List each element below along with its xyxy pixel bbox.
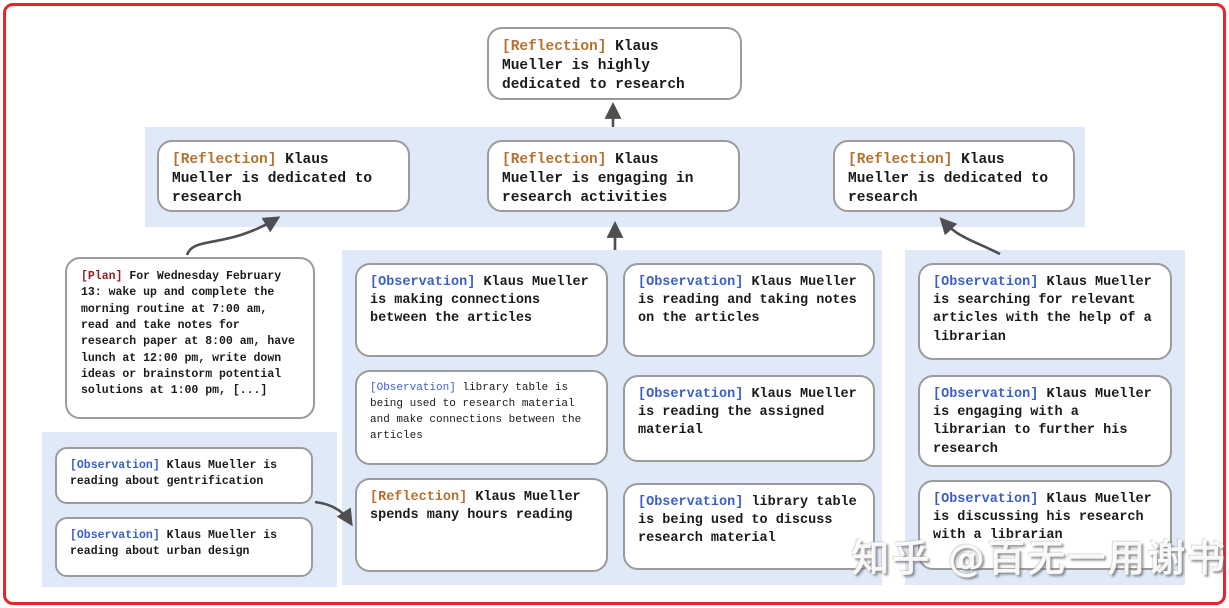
node-text: Klaus Mueller is dedicated to research: [172, 152, 373, 207]
node-text: Klaus Mueller is engaging with a librari…: [933, 387, 1152, 457]
node-reflection-middle: [Reflection] Klaus Mueller is engaging i…: [487, 140, 740, 212]
node-reflection-hours-reading: [Reflection] Klaus Mueller spends many h…: [355, 478, 608, 572]
node-text: For Wednesday February 13: wake up and c…: [81, 270, 295, 398]
node-text: Klaus Mueller spends many hours reading: [370, 490, 581, 524]
node-text: Klaus Mueller is engaging in research ac…: [502, 152, 694, 207]
node-text: library table is being used to research …: [370, 382, 582, 442]
node-text: Klaus Mueller is reading about gentrific…: [70, 459, 278, 489]
node-text: Klaus Mueller is highly dedicated to res…: [502, 39, 685, 94]
node-obs-urban-design: [Observation] Klaus Mueller is reading a…: [55, 517, 313, 577]
node-reflection-left: [Reflection] Klaus Mueller is dedicated …: [157, 140, 410, 212]
node-tag: [Observation]: [370, 382, 456, 394]
node-tag: [Reflection]: [848, 152, 953, 168]
node-tag: [Observation]: [70, 459, 160, 472]
node-tag: [Observation]: [933, 387, 1039, 402]
node-tag: [Reflection]: [370, 490, 468, 505]
node-tag: [Observation]: [933, 492, 1039, 507]
node-tag: [Observation]: [638, 387, 744, 402]
node-text: Klaus Mueller is searching for relevant …: [933, 275, 1152, 345]
node-obs-connections: [Observation] Klaus Mueller is making co…: [355, 263, 608, 357]
node-text: library table is being used to discuss r…: [638, 495, 857, 547]
node-reflection-right: [Reflection] Klaus Mueller is dedicated …: [833, 140, 1075, 212]
node-obs-engaging-librarian: [Observation] Klaus Mueller is engaging …: [918, 375, 1172, 467]
node-text: Klaus Mueller is discussing his research…: [933, 492, 1152, 544]
node-tag: [Reflection]: [502, 152, 607, 168]
node-tag: [Plan]: [81, 270, 123, 283]
node-tag: [Reflection]: [172, 152, 277, 168]
node-obs-discussing-research: [Observation] Klaus Mueller is discussin…: [918, 480, 1172, 570]
node-tag: [Observation]: [638, 275, 744, 290]
node-plan: [Plan] For Wednesday February 13: wake u…: [65, 257, 315, 419]
node-text: Klaus Mueller is reading and taking note…: [638, 275, 857, 327]
node-text: Klaus Mueller is making connections betw…: [370, 275, 589, 327]
node-text: Klaus Mueller is dedicated to research: [848, 152, 1049, 207]
node-tag: [Reflection]: [502, 39, 607, 55]
node-tag: [Observation]: [933, 275, 1039, 290]
node-text: Klaus Mueller is reading the assigned ma…: [638, 387, 857, 439]
node-obs-gentrification: [Observation] Klaus Mueller is reading a…: [55, 447, 313, 504]
node-root-reflection: [Reflection] Klaus Mueller is highly ded…: [487, 27, 742, 100]
node-obs-library-research: [Observation] library table is being use…: [355, 370, 608, 465]
node-obs-assigned-material: [Observation] Klaus Mueller is reading t…: [623, 375, 875, 462]
node-text: Klaus Mueller is reading about urban des…: [70, 529, 278, 559]
node-tag: [Observation]: [638, 495, 744, 510]
node-tag: [Observation]: [70, 529, 160, 542]
node-obs-taking-notes: [Observation] Klaus Mueller is reading a…: [623, 263, 875, 357]
node-obs-searching-articles: [Observation] Klaus Mueller is searching…: [918, 263, 1172, 360]
node-obs-library-discuss: [Observation] library table is being use…: [623, 483, 875, 570]
node-tag: [Observation]: [370, 275, 476, 290]
